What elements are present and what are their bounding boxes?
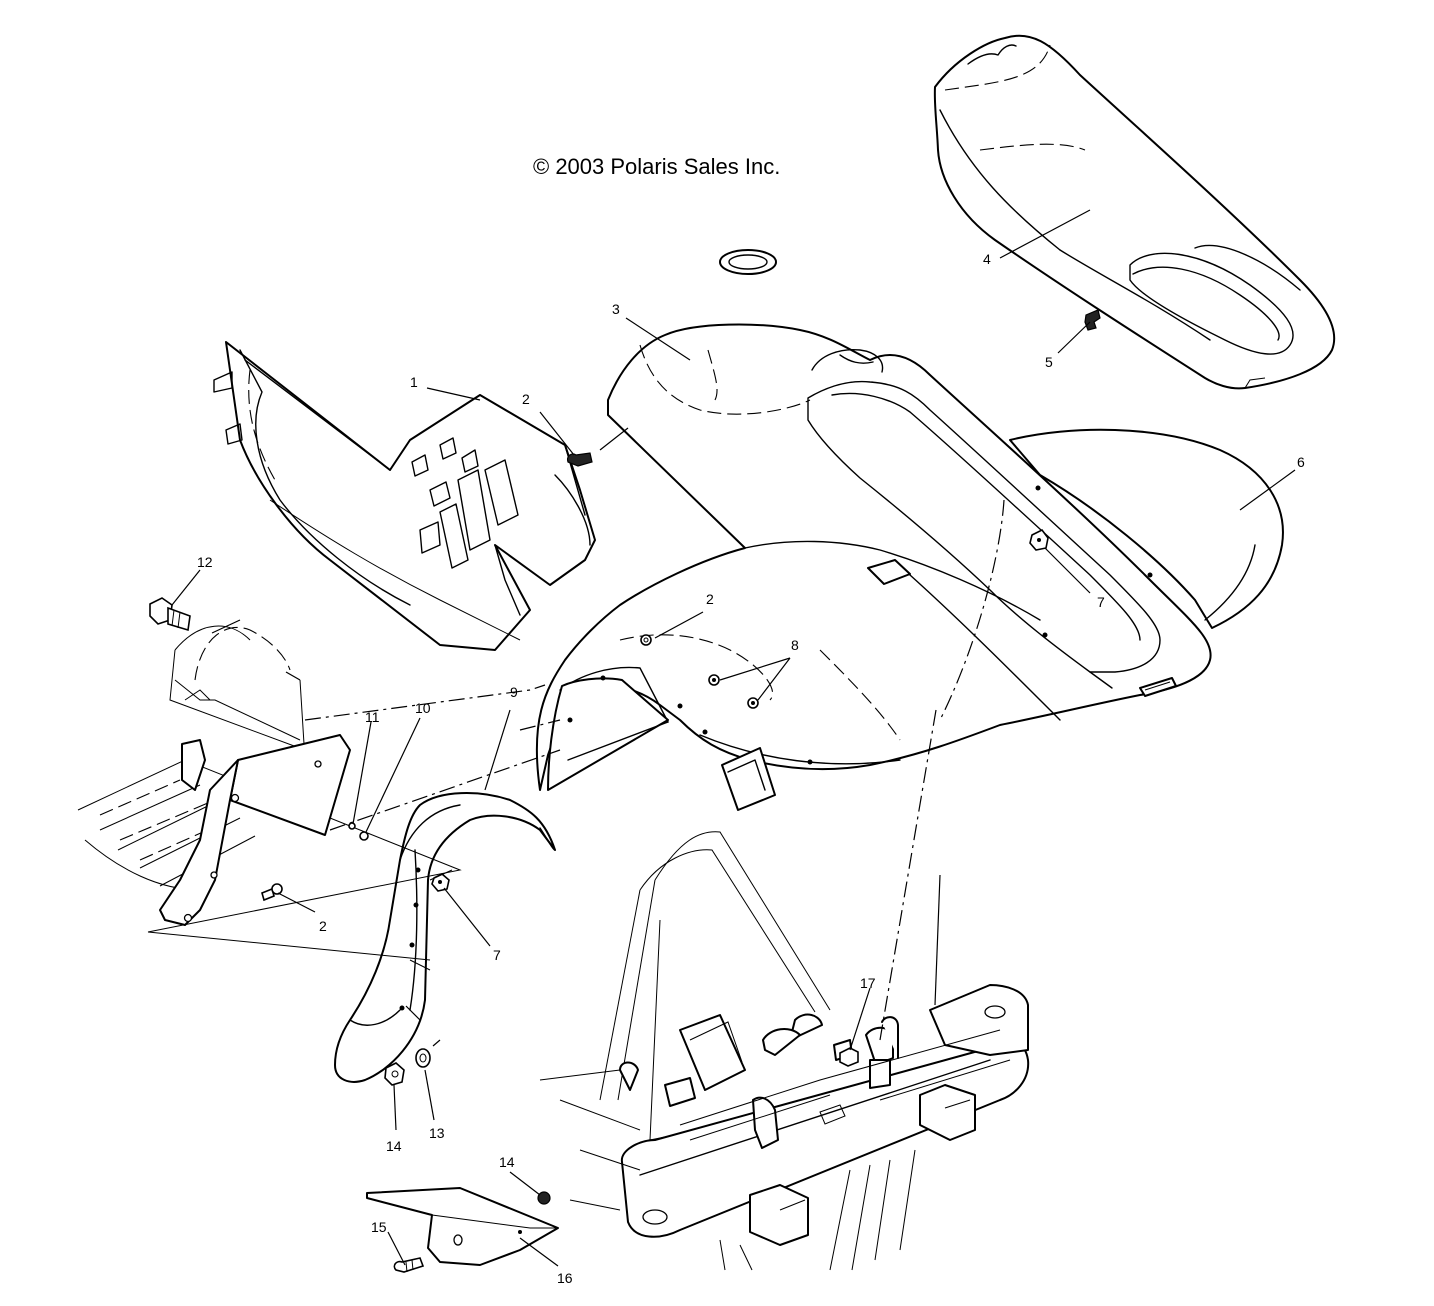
assembly-lines — [211, 427, 1005, 1047]
callout-11: 11 — [365, 709, 380, 725]
part-2-screw-lower — [261, 883, 283, 902]
part-14-nut-left — [384, 1062, 405, 1086]
part-9-fender-flare — [334, 792, 556, 1083]
callout-16: 16 — [557, 1270, 573, 1286]
callout-3: 3 — [612, 301, 620, 317]
part-17-bolt — [839, 1047, 859, 1067]
callout-6: 6 — [1297, 454, 1305, 470]
part-7-nut-lower — [431, 873, 450, 892]
part-10-bracket — [147, 734, 431, 961]
callout-labels: 1 2 3 4 5 6 7 2 8 9 10 11 12 2 7 13 14 1… — [197, 251, 1305, 1286]
callout-5: 5 — [1045, 354, 1053, 370]
callout-15: 15 — [371, 1219, 387, 1235]
callout-1: 1 — [410, 374, 418, 390]
part-3-front-body — [535, 249, 1212, 791]
callout-14-left: 14 — [386, 1138, 402, 1154]
part-14-nut-right — [537, 1191, 551, 1205]
part-11-washer — [348, 822, 356, 830]
callout-7-lower: 7 — [493, 947, 501, 963]
part-2-screw-body — [640, 634, 652, 646]
callout-14-right: 14 — [499, 1154, 515, 1170]
frame-assembly — [539, 747, 1030, 1271]
part-1-side-panel — [213, 341, 596, 651]
callout-2-upper: 2 — [522, 391, 530, 407]
part-13-washer — [415, 1048, 431, 1068]
part-5-clip — [1084, 309, 1101, 331]
part-15-screw — [393, 1257, 425, 1273]
callout-7-upper: 7 — [1097, 594, 1105, 610]
copyright-notice: © 2003 Polaris Sales Inc. — [533, 154, 780, 179]
callout-2-body: 2 — [706, 591, 714, 607]
callout-13: 13 — [429, 1125, 445, 1141]
callout-2-lower: 2 — [319, 918, 327, 934]
part-6-rear-fender — [1009, 428, 1284, 629]
callout-17: 17 — [860, 975, 876, 991]
part-10-screw — [359, 831, 369, 841]
callout-10: 10 — [415, 700, 431, 716]
callout-9: 9 — [510, 684, 518, 700]
part-7-nut-upper — [1029, 528, 1049, 551]
part-4-rear-cover — [933, 34, 1336, 390]
callout-4: 4 — [983, 251, 991, 267]
callout-8: 8 — [791, 637, 799, 653]
part-12-bolt — [149, 597, 191, 632]
part-8-grommets — [708, 674, 759, 709]
callout-12: 12 — [197, 554, 213, 570]
leader-lines — [171, 209, 1296, 1267]
part-16-skid-plate — [366, 1187, 559, 1266]
